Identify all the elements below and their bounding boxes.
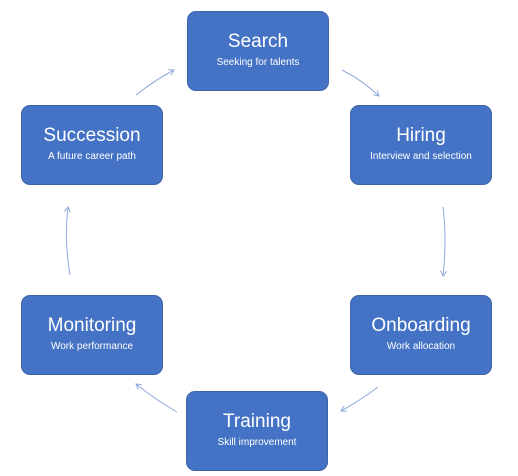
stage-hiring-subtitle: Interview and selection [370, 151, 472, 162]
stage-monitoring-subtitle: Work performance [50, 341, 134, 352]
stage-search-subtitle: Seeking for talents [216, 57, 300, 68]
stage-training-subtitle: Skill improvement [217, 437, 297, 448]
stage-search-title: Search [227, 31, 289, 52]
stage-monitoring-title: Monitoring [47, 315, 137, 336]
arrow-training-to-monitoring [135, 383, 178, 413]
stage-succession: Succession A future career path [21, 105, 163, 185]
arrow-hiring-to-onboarding [440, 206, 447, 277]
arrow-monitoring-to-succession [64, 206, 71, 276]
arrow-onboarding-to-training [340, 386, 379, 412]
stage-onboarding-subtitle: Work allocation [386, 341, 456, 352]
stage-training: Training Skill improvement [186, 391, 328, 471]
stage-hiring-title: Hiring [396, 125, 446, 146]
stage-succession-title: Succession [43, 125, 141, 146]
stage-onboarding: Onboarding Work allocation [350, 295, 492, 375]
stage-succession-subtitle: A future career path [48, 151, 136, 162]
stage-onboarding-title: Onboarding [371, 315, 471, 336]
stage-monitoring: Monitoring Work performance [21, 295, 163, 375]
stage-search: Search Seeking for talents [187, 11, 329, 91]
stage-training-title: Training [223, 411, 291, 432]
arrow-succession-to-search [135, 69, 175, 96]
arrow-search-to-hiring [341, 69, 380, 97]
stage-hiring: Hiring Interview and selection [350, 105, 492, 185]
